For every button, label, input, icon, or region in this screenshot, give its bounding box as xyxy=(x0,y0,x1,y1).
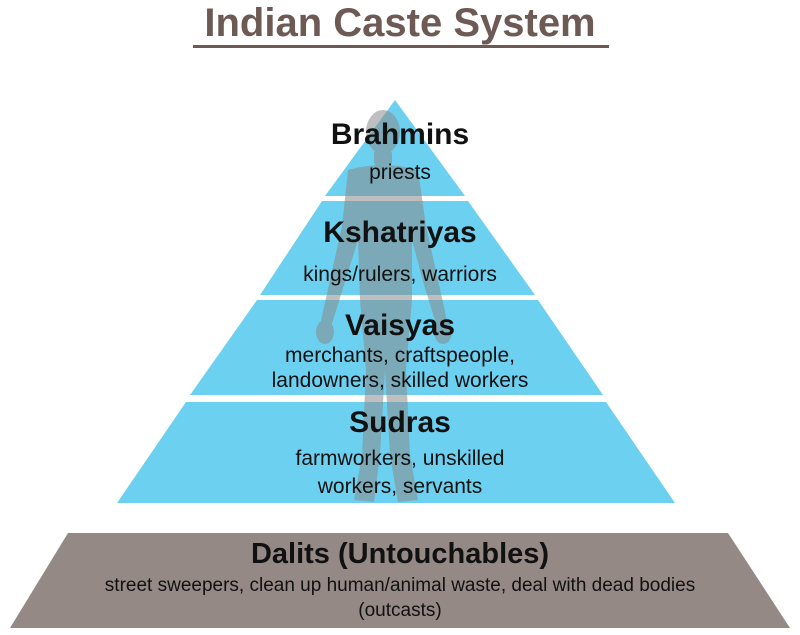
tier-brahmins-name: Brahmins xyxy=(330,118,470,151)
base-dalits-desc-line1: street sweepers, clean up human/animal w… xyxy=(104,575,696,596)
tier-sudras-desc-line2: workers, servants xyxy=(317,475,483,498)
base-dalits-shape xyxy=(10,533,790,628)
tier-sudras-name: Sudras xyxy=(349,406,451,439)
tier-kshatriyas-name: Kshatriyas xyxy=(323,216,477,249)
base-dalits-name: Dalits (Untouchables) xyxy=(250,538,550,570)
base-dalits-desc-line2: (outcasts) xyxy=(358,600,442,621)
tier-vaisyas-name: Vaisyas xyxy=(344,309,456,342)
tier-sudras-desc-line1: farmworkers, unskilled xyxy=(295,447,505,470)
human-silhouette-icon xyxy=(316,110,452,502)
tier-kshatriyas-desc: kings/rulers, warriors xyxy=(303,263,497,286)
page-title: Indian Caste System xyxy=(204,1,596,45)
tier-vaisyas-desc-line2: landowners, skilled workers xyxy=(271,369,529,392)
title-underline xyxy=(193,45,609,48)
tier-vaisyas-desc-line1: merchants, craftspeople, xyxy=(285,344,515,367)
tier-brahmins-desc: priests xyxy=(369,161,431,184)
